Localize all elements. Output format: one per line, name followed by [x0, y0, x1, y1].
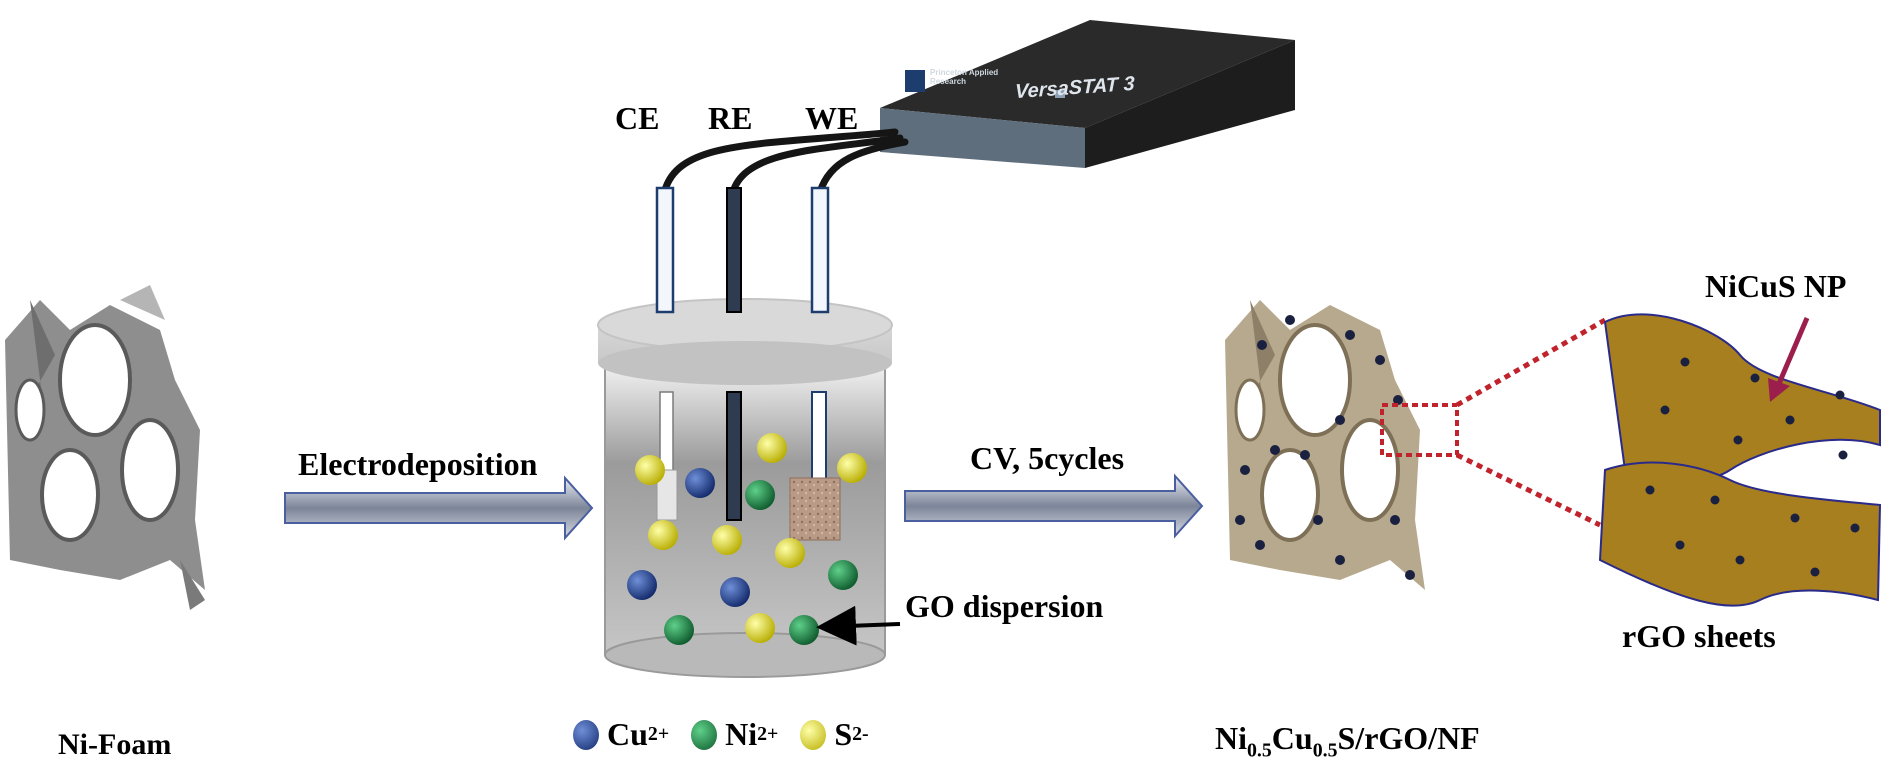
- legend-ni-charge: 2+: [757, 723, 779, 745]
- product-foam-image: [1225, 300, 1425, 590]
- cv-arrow: [904, 473, 1204, 539]
- go-dispersion-arrow: [816, 605, 901, 646]
- zoom-box: [1380, 403, 1459, 457]
- label-ce: CE: [615, 100, 660, 136]
- legend-s-charge: 2-: [852, 723, 869, 745]
- cu-ion-icon: [573, 719, 599, 750]
- product-rest: S/rGO/NF: [1337, 720, 1480, 756]
- label-nicus-np: NiCuS NP: [1705, 268, 1847, 304]
- potentiostat-brand: Princeton Applied Research: [930, 68, 999, 86]
- product-cu: Cu: [1271, 720, 1313, 756]
- legend-s-label: S: [834, 716, 853, 752]
- ni-ion-icon: [691, 719, 718, 750]
- legend-ni-label: Ni: [725, 716, 758, 752]
- counter-electrode: [655, 186, 678, 521]
- legend-cu-charge: 2+: [647, 723, 670, 745]
- label-we: WE: [805, 100, 859, 136]
- label-ni-foam: Ni-Foam: [58, 728, 172, 761]
- zoom-line-top: [1455, 317, 1607, 408]
- potentiostat: [880, 20, 1295, 168]
- label-product: Ni0.5Cu0.5S/rGO/NF: [1215, 720, 1480, 762]
- label-go-dispersion: GO dispersion: [905, 588, 1104, 624]
- product-ni: Ni: [1215, 720, 1247, 756]
- working-electrode: [789, 186, 841, 541]
- rgo-sheets: [1598, 313, 1882, 607]
- electrochemical-cell: [597, 298, 893, 678]
- label-electrodeposition: Electrodeposition: [298, 446, 538, 482]
- label-cv-cycles: CV, 5cycles: [970, 440, 1125, 476]
- product-ni-sub: 0.5: [1247, 739, 1272, 762]
- electrodeposition-arrow: [284, 475, 594, 541]
- ions-in-solution: [627, 433, 867, 645]
- electrode-cables: [661, 128, 909, 196]
- zoom-line-bottom: [1455, 452, 1602, 528]
- nicus-pointer-arrow: [1768, 317, 1810, 402]
- label-re: RE: [708, 100, 753, 136]
- reference-electrode: [726, 187, 742, 521]
- legend-cu-label: Cu: [607, 716, 648, 752]
- label-rgo-sheets: rGO sheets: [1622, 618, 1776, 654]
- product-cu-sub: 0.5: [1312, 739, 1338, 762]
- s-ion-icon: [800, 719, 827, 750]
- ni-foam-image: [5, 285, 205, 610]
